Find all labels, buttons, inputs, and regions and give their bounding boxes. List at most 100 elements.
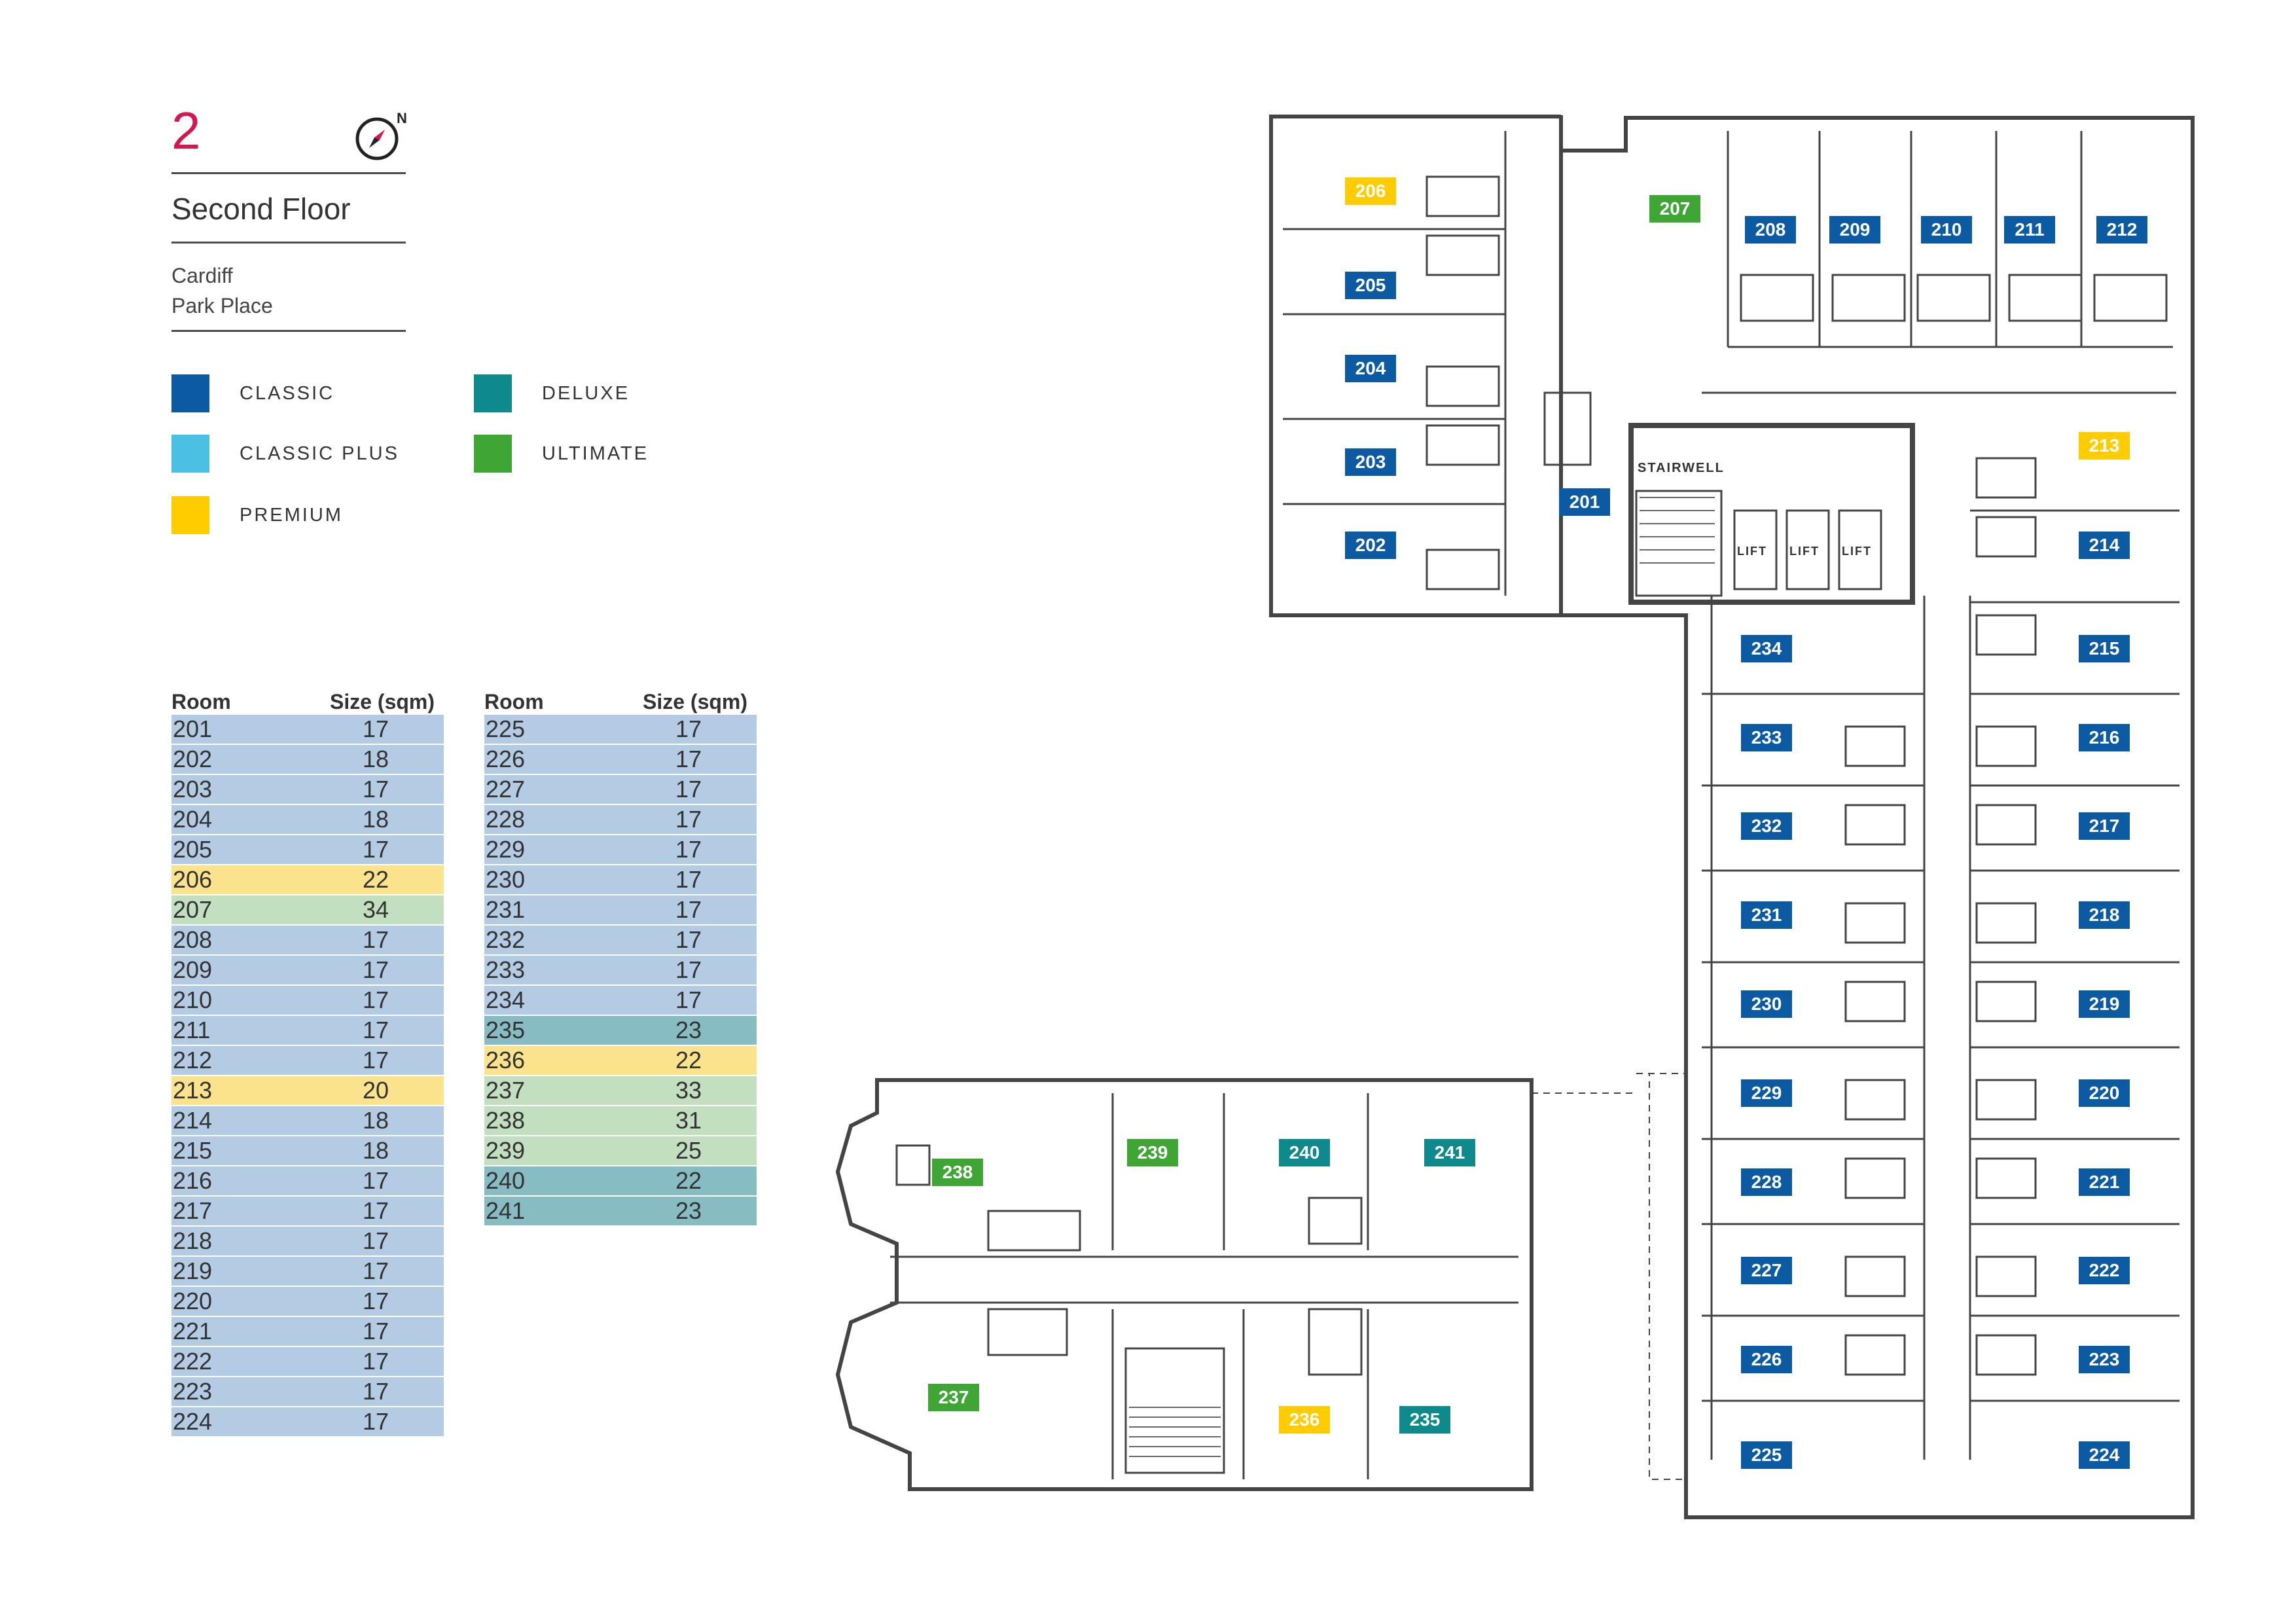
room-label-213: 213 (2079, 432, 2130, 460)
room-label-211: 211 (2004, 216, 2055, 244)
legend-item-classic: CLASSIC (171, 374, 334, 412)
legend-label: CLASSIC PLUS (240, 442, 399, 464)
room-number-cell: 210 (171, 985, 308, 1016)
room-size-cell: 18 (308, 744, 444, 775)
room-label-233: 233 (1741, 724, 1792, 751)
room-size-cell: 17 (620, 955, 757, 986)
room-label-237: 237 (928, 1384, 979, 1411)
room-label-228: 228 (1741, 1168, 1792, 1196)
room-size-cell: 17 (308, 985, 444, 1016)
room-number-cell: 212 (171, 1045, 308, 1076)
room-number-cell: 224 (171, 1407, 308, 1437)
room-number-cell: 221 (171, 1316, 308, 1347)
room-label-238: 238 (932, 1159, 983, 1186)
room-label-206: 206 (1345, 177, 1396, 205)
room-number-cell: 230 (484, 865, 620, 895)
column-header-room: Room (484, 689, 544, 713)
room-label-241: 241 (1424, 1139, 1475, 1166)
room-label-216: 216 (2079, 724, 2130, 751)
room-label-230: 230 (1741, 990, 1792, 1018)
room-number-cell: 208 (171, 925, 308, 956)
building-street: Park Place (171, 294, 273, 317)
room-number-cell: 217 (171, 1196, 308, 1227)
room-number-cell: 203 (171, 774, 308, 805)
legend-label: CLASSIC (240, 382, 335, 404)
floor-number: 2 (171, 101, 201, 160)
room-label-229: 229 (1741, 1079, 1792, 1107)
legend-item-premium: PREMIUM (171, 496, 343, 534)
room-number-cell: 235 (484, 1015, 620, 1046)
room-size-cell: 17 (308, 715, 444, 745)
room-size-cell: 17 (308, 1226, 444, 1257)
room-label-217: 217 (2079, 812, 2130, 840)
legend-swatch (171, 374, 209, 412)
room-number-cell: 231 (484, 895, 620, 926)
room-size-cell: 17 (308, 1256, 444, 1287)
column-header-size: Size (sqm) (329, 689, 435, 713)
room-number-cell: 239 (484, 1136, 620, 1166)
room-label-214: 214 (2079, 532, 2130, 559)
room-number-cell: 219 (171, 1256, 308, 1287)
room-label-203: 203 (1345, 448, 1396, 476)
room-number-cell: 216 (171, 1166, 308, 1197)
room-size-cell: 33 (620, 1075, 757, 1106)
room-number-cell: 206 (171, 865, 308, 895)
lift-label: LIFT (1737, 545, 1767, 558)
legend-swatch (171, 496, 209, 534)
building-city: Cardiff (171, 264, 233, 287)
room-number-cell: 209 (171, 955, 308, 986)
room-number-cell: 240 (484, 1166, 620, 1197)
room-size-cell: 17 (620, 715, 757, 745)
room-number-cell: 205 (171, 835, 308, 865)
stairwell-label: STAIRWELL (1638, 461, 1725, 475)
legend-item-deluxe: DELUXE (474, 374, 630, 412)
room-number-cell: 241 (484, 1196, 620, 1227)
room-label-224: 224 (2079, 1441, 2130, 1469)
room-label-227: 227 (1741, 1257, 1792, 1284)
room-number-cell: 226 (484, 744, 620, 775)
room-size-cell: 18 (308, 1106, 444, 1136)
column-header-size: Size (sqm) (642, 689, 748, 713)
room-label-210: 210 (1921, 216, 1972, 244)
room-size-cell: 17 (620, 865, 757, 895)
room-size-cell: 17 (620, 835, 757, 865)
room-size-cell: 22 (308, 865, 444, 895)
room-size-cell: 17 (308, 835, 444, 865)
room-label-218: 218 (2079, 901, 2130, 929)
room-number-cell: 204 (171, 804, 308, 835)
room-number-cell: 227 (484, 774, 620, 805)
room-label-204: 204 (1345, 355, 1396, 382)
room-size-cell: 31 (620, 1106, 757, 1136)
room-number-cell: 232 (484, 925, 620, 956)
room-number-cell: 214 (171, 1106, 308, 1136)
room-number-cell: 215 (171, 1136, 308, 1166)
room-size-cell: 23 (620, 1196, 757, 1227)
room-number-cell: 207 (171, 895, 308, 926)
room-label-221: 221 (2079, 1168, 2130, 1196)
